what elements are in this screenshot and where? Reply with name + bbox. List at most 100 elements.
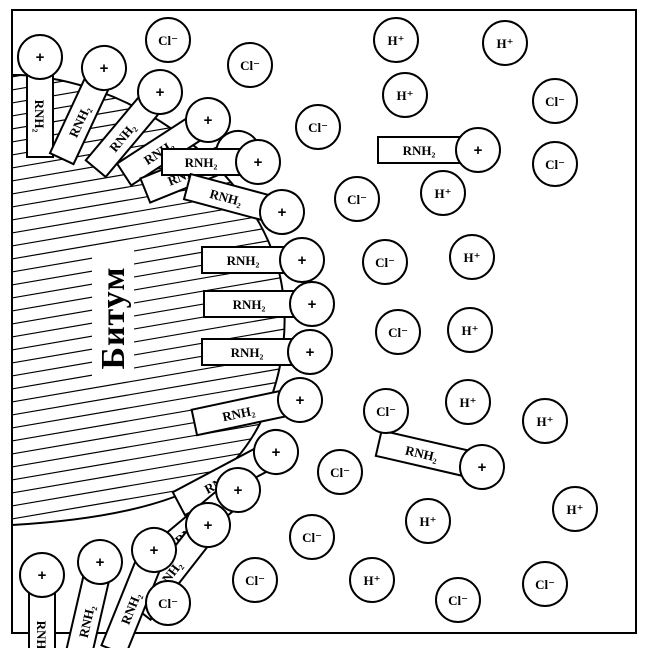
amine-head (19, 552, 65, 598)
plus-sign: + (306, 344, 315, 361)
amine-head (235, 139, 281, 185)
amine-head (459, 444, 505, 490)
amine-head (81, 45, 127, 91)
hydrogen-ion: H⁺ (552, 486, 598, 532)
hatch-line (12, 322, 285, 379)
hatch-line (0, 0, 320, 1)
plus-sign: + (298, 252, 307, 269)
ion-group: Cl⁻ H⁺ H⁺ Cl⁻ H⁺ Cl⁻ Cl⁻ Cl⁻ H⁺ Cl⁻ H⁺ Cl⁻ H⁺ Cl⁻ H⁺ Cl… (145, 17, 598, 626)
hydrogen-label: H⁺ (567, 502, 584, 517)
hydrogen-ion: H⁺ (482, 20, 528, 66)
chloride-ion: Cl⁻ (522, 561, 568, 607)
amine-label: RNH₂ (231, 345, 264, 360)
chloride-label: Cl⁻ (545, 94, 565, 109)
plus-sign: + (474, 142, 483, 159)
hydrogen-label: H⁺ (537, 414, 554, 429)
hydrogen-ion: H⁺ (445, 379, 491, 425)
amine-head (77, 539, 123, 585)
amine-head (259, 189, 305, 235)
hydrogen-ion: H⁺ (449, 234, 495, 280)
plus-sign: + (204, 112, 213, 129)
plus-sign: + (234, 482, 243, 499)
amine-head (289, 281, 335, 327)
chloride-ion: Cl⁻ (532, 78, 578, 124)
amine-tail (377, 136, 461, 164)
amine-molecule: RNH₂+ (182, 172, 305, 235)
hydrogen-label: H⁺ (435, 186, 452, 201)
amine-molecule: RNH₂+ (203, 281, 335, 327)
chloride-ion: Cl⁻ (435, 577, 481, 623)
chloride-label: Cl⁻ (158, 596, 178, 611)
hydrogen-label: H⁺ (462, 323, 479, 338)
plus-sign: + (96, 554, 105, 571)
chloride-ion: Cl⁻ (362, 239, 408, 285)
amine-molecule: RNH₂ + (377, 127, 501, 173)
amine-head (17, 34, 63, 80)
amine-molecule: RNH₂+ (374, 429, 505, 490)
amine-label: RNH₂ (227, 253, 260, 268)
chloride-ion: Cl⁻ (375, 309, 421, 355)
chloride-label: Cl⁻ (347, 192, 367, 207)
hydrogen-ion: H⁺ (349, 557, 395, 603)
plus-sign: + (150, 542, 159, 559)
hydrogen-ion: H⁺ (447, 307, 493, 353)
chloride-ion: Cl⁻ (334, 176, 380, 222)
plus-sign: + (156, 84, 165, 101)
hydrogen-ion: H⁺ (382, 72, 428, 118)
hydrogen-ion: H⁺ (522, 398, 568, 444)
plus-sign: + (204, 517, 213, 534)
chloride-ion: Cl⁻ (145, 580, 191, 626)
amine-molecule: RNH₂+ (190, 377, 323, 437)
amine-head (131, 527, 177, 573)
hydrogen-ion: H⁺ (405, 498, 451, 544)
bitumen-label: Битум (95, 266, 132, 369)
chloride-label: Cl⁻ (375, 255, 395, 270)
amine-label: RNH₂ (32, 100, 47, 133)
amine-label: RNH₂ (34, 621, 49, 648)
hydrogen-label: H⁺ (364, 573, 381, 588)
plus-sign: + (296, 392, 305, 409)
hydrogen-label: H⁺ (497, 36, 514, 51)
chloride-ion: Cl⁻ (289, 514, 335, 560)
chloride-ion: Cl⁻ (317, 449, 363, 495)
amine-head (253, 429, 299, 475)
amine-molecule: RNH₂ + (161, 139, 281, 185)
amine-head (277, 377, 323, 423)
chloride-label: Cl⁻ (240, 58, 260, 73)
amine-label: RNH₂ (233, 297, 266, 312)
hydrogen-label: H⁺ (464, 250, 481, 265)
plus-sign: + (272, 444, 281, 461)
chloride-label: Cl⁻ (545, 157, 565, 172)
amine-head (215, 467, 261, 513)
amine-molecule: RNH₂ + (201, 329, 333, 375)
chloride-label: Cl⁻ (245, 573, 265, 588)
amine-label: RNH₂ (403, 143, 436, 158)
plus-sign: + (254, 154, 263, 171)
hydrogen-ion: H⁺ (420, 170, 466, 216)
amine-tail (161, 148, 241, 176)
amine-molecule: RNH₂+ (100, 527, 177, 653)
amine-head (287, 329, 333, 375)
hydrogen-label: H⁺ (388, 33, 405, 48)
chloride-label: Cl⁻ (448, 593, 468, 608)
hatch-line (12, 361, 285, 418)
amine-label: RNH₂ (185, 155, 218, 170)
plus-sign: + (38, 567, 47, 584)
hydrogen-label: H⁺ (397, 88, 414, 103)
chloride-label: Cl⁻ (158, 33, 178, 48)
amine-group: RNH₂+RNH₂+RNH₂+RNH₂+RNH₂+RNH₂+RNH₂+RNH₂+… (17, 34, 505, 653)
plus-sign: + (100, 60, 109, 77)
amine-molecule: RNH₂+ (48, 45, 127, 166)
hydrogen-label: H⁺ (460, 395, 477, 410)
hatch-line (12, 231, 285, 288)
plus-sign: + (278, 204, 287, 221)
hatch-line (12, 270, 285, 327)
hatch-line (12, 374, 285, 431)
plus-sign: + (478, 459, 487, 476)
chloride-label: Cl⁻ (376, 404, 396, 419)
amine-tail (201, 246, 285, 274)
amine-molecule: RNH₂ + (201, 237, 325, 283)
chloride-ion: Cl⁻ (363, 388, 409, 434)
